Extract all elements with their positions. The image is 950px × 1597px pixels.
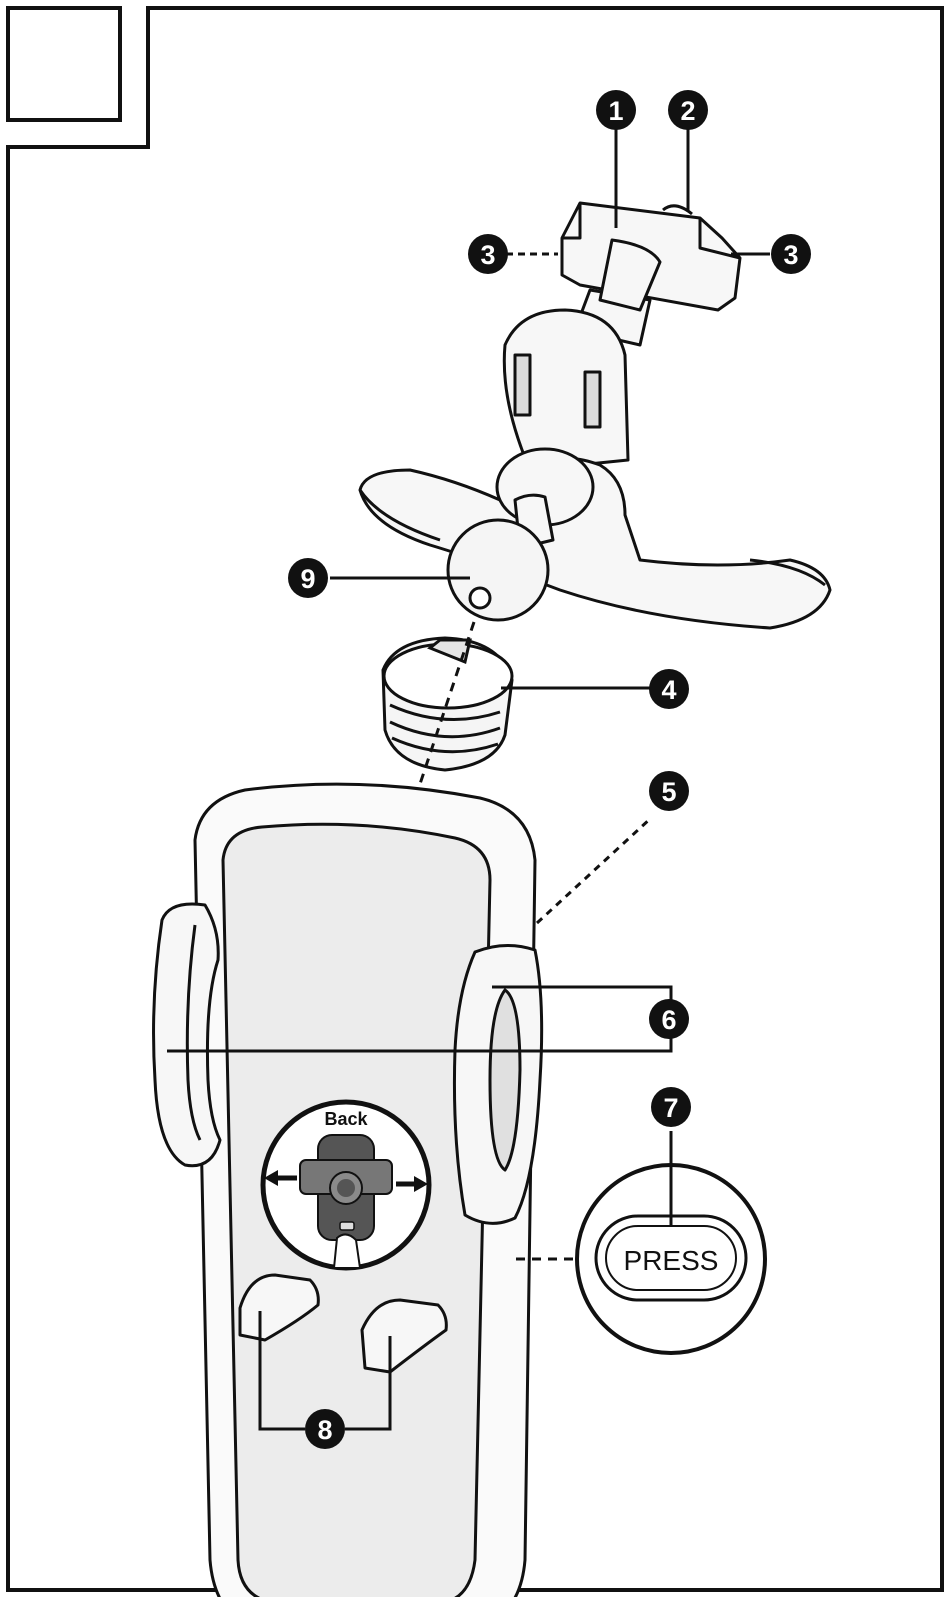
callout-4-number: 4 [661,675,676,705]
press-label: PRESS [624,1245,719,1276]
callout-9: 9 [288,558,328,598]
vent-clip-assembly [360,203,830,628]
callout-4: 4 [649,669,689,709]
ball-joint [448,520,548,620]
callout-3-left-number: 3 [480,240,495,270]
callout-3-right: 3 [771,234,811,274]
callout-1: 1 [596,90,636,130]
callout-7-number: 7 [663,1093,678,1123]
callout-5-number: 5 [661,777,676,807]
callout-9-number: 9 [300,564,315,594]
callout-5: 5 [649,771,689,811]
callout-1-number: 1 [608,96,623,126]
callout-6: 6 [649,999,689,1039]
callout-3-left: 3 [468,234,508,274]
back-view-inset: Back [263,1102,429,1268]
callout-8-number: 8 [317,1415,332,1445]
callout-7: 7 [651,1087,691,1127]
callout-6-number: 6 [661,1005,676,1035]
callout-2: 2 [668,90,708,130]
callout-8: 8 [305,1409,345,1449]
back-label: Back [324,1109,368,1129]
callout-2-number: 2 [680,96,695,126]
callout-3-right-number: 3 [783,240,798,270]
